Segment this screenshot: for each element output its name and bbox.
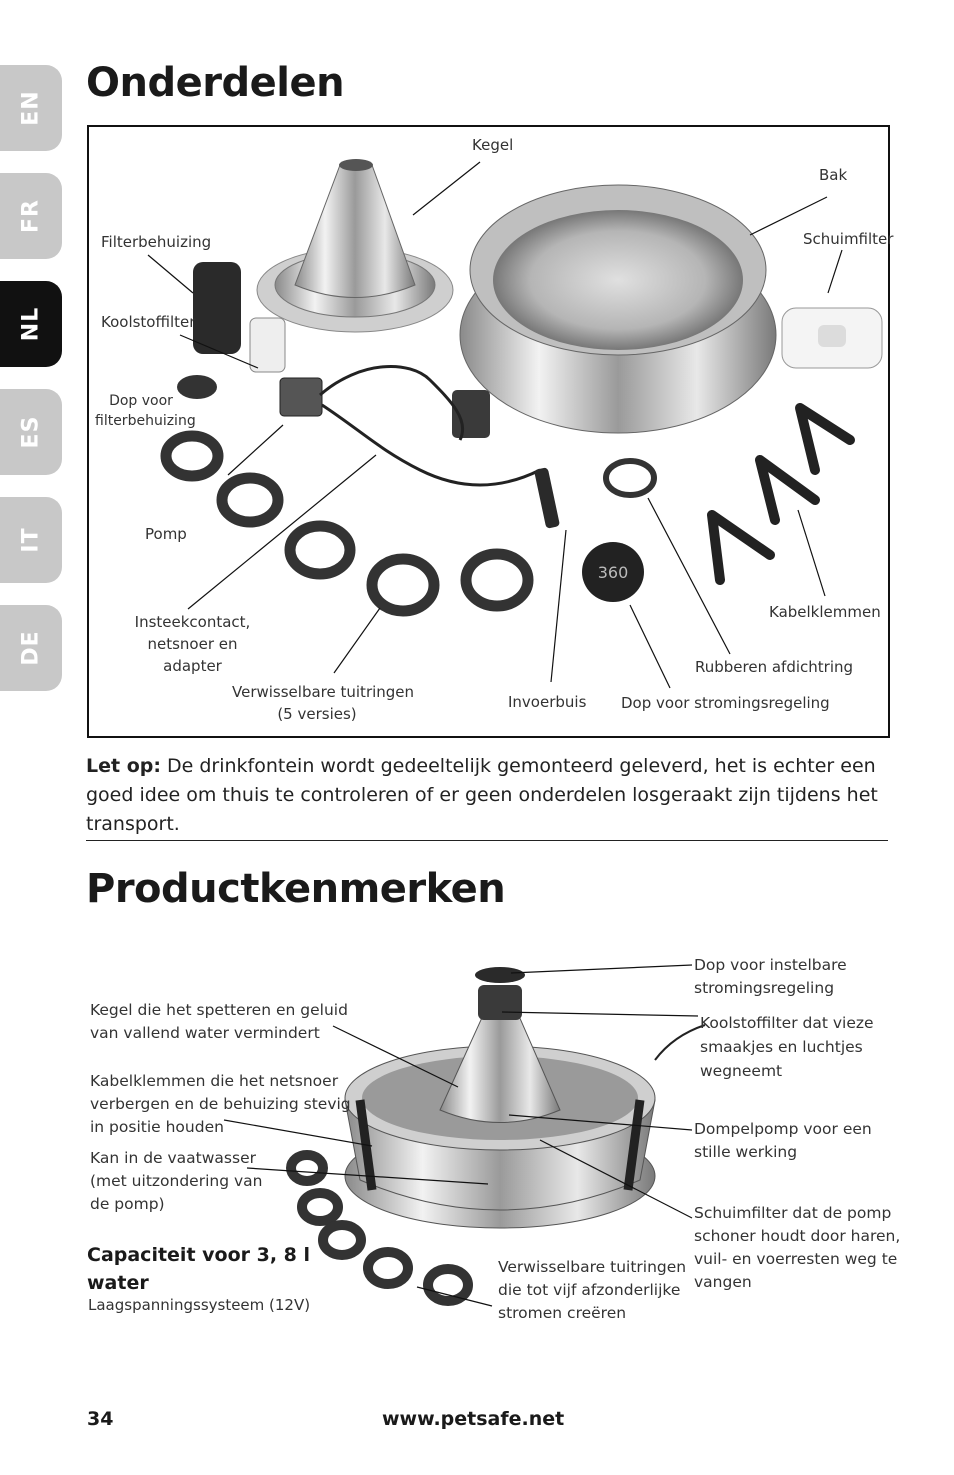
section-title-productkenmerken: Productkenmerken [86,866,506,912]
feature-kegel-line2: van vallend water vermindert [90,1024,320,1042]
feature-schuimfilter: Schuimfilter dat de pomp schoner houdt d… [694,1202,900,1294]
parts-figure [87,125,890,738]
feature-kabel-line2: verbergen en de behuizing stevig [90,1095,351,1113]
label-pomp: Pomp [145,525,187,543]
filter-housing-part [193,262,241,354]
capacity-line2: water [87,1272,149,1294]
spout-rings [160,430,534,617]
label-tuitringen: Verwisselbare tuitringen (5 versies) [232,681,415,725]
note-bold: Let op: [86,755,161,777]
label-koolstoffilter: Koolstoffilter [101,313,196,331]
section-title-onderdelen: Onderdelen [86,60,345,106]
label-filterbehuizing: Filterbehuizing [101,233,212,251]
label-insteek-line2: netsnoer en [147,635,238,653]
feature-dop-line1: Dop voor instelbare [694,956,847,974]
note-text: De drinkfontein wordt gedeeltelijk gemon… [86,755,878,835]
note-paragraph: Let op: De drinkfontein wordt gedeelteli… [86,752,886,839]
tab-es[interactable]: ES [0,389,62,475]
feature-tuit-line2: die tot vijf afzonderlijke [498,1281,681,1299]
feature-vaat-line3: de pomp) [90,1195,165,1213]
label-dop-filterbehuizing: Dop voor filterbehuizing [95,391,196,431]
page-number: 34 [87,1408,114,1430]
feature-dompel-line2: stille werking [694,1143,798,1161]
feature-kool-line3: wegneemt [700,1062,783,1080]
feature-schuim-line3: vuil- en voerresten weg te [694,1250,898,1268]
feature-tuit-line3: stromen creëren [498,1304,627,1322]
carbon-filter-part [249,317,286,373]
feature-dompel-line1: Dompelpomp voor een [694,1120,872,1138]
capacity-heading: Capaciteit voor 3, 8 l water [87,1241,310,1297]
feature-schuim-line2: schoner houdt door haren, [694,1227,901,1245]
rubber-ring-part [603,458,657,498]
label-insteek-line1: Insteekcontact, [134,613,251,631]
capacity-line1: Capaciteit voor 3, 8 l [87,1244,311,1266]
feature-dop: Dop voor instelbare stromingsregeling [694,954,847,1000]
feature-rings [286,1150,473,1306]
label-schuimfilter: Schuimfilter [803,230,894,248]
feature-leader-lines [223,964,699,1307]
pump-part [279,377,323,417]
filter-cap-part [177,375,217,399]
feature-kabelklemmen: Kabelklemmen die het netsnoer verbergen … [90,1070,351,1139]
intake-tube-part [534,467,560,529]
label-dop-filterbehuizing-line1: Dop voor [109,393,173,409]
label-dop-stromingsregeling: Dop voor stromingsregeling [621,694,830,712]
tab-nl[interactable]: NL [0,281,62,367]
label-insteekcontact: Insteekcontact, netsnoer en adapter [130,611,255,677]
label-tuit-line2: (5 versies) [277,705,357,723]
feature-tuitringen: Verwisselbare tuitringen die tot vijf af… [498,1256,686,1325]
label-rubberen-afdichtring: Rubberen afdichtring [695,658,854,676]
feature-schuim-line4: vangen [694,1273,752,1291]
svg-text:360: 360 [598,563,629,582]
label-insteek-line3: adapter [163,657,222,675]
feature-kool-line1: Koolstoffilter dat vieze [700,1014,874,1032]
bowl-part [459,184,777,434]
feature-dop-line2: stromingsregeling [694,979,835,997]
flow-cap-part [582,542,644,602]
tab-fr[interactable]: FR [0,173,62,259]
power-cord [319,365,541,487]
feature-kegel-line1: Kegel die het spetteren en geluid [90,1001,348,1019]
label-invoerbuis: Invoerbuis [508,693,587,711]
label-dop-filterbehuizing-line2: filterbehuizing [95,413,196,429]
tab-de[interactable]: DE [0,605,62,691]
feature-kabel-line3: in positie houden [90,1118,224,1136]
feature-tuit-line1: Verwisselbare tuitringen [498,1258,687,1276]
parts-leader-lines [147,161,843,689]
tab-en[interactable]: EN [0,65,62,151]
cable-clips-part [707,403,855,585]
footer-url[interactable]: www.petsafe.net [382,1408,565,1430]
section-divider [86,840,888,841]
feature-kool-line2: smaakjes en luchtjes [700,1038,863,1056]
tab-it[interactable]: IT [0,497,62,583]
label-kabelklemmen: Kabelklemmen [769,603,881,621]
feature-vaatwasser: Kan in de vaatwasser (met uitzondering v… [90,1147,262,1216]
label-tuit-line1: Verwisselbare tuitringen [232,683,415,701]
feature-vaat-line2: (met uitzondering van [90,1172,263,1190]
feature-vaat-line1: Kan in de vaatwasser [90,1149,256,1167]
label-bak: Bak [819,166,848,184]
feature-koolstoffilter: Koolstoffilter dat vieze smaakjes en luc… [700,1011,874,1083]
fountain-illustration [344,967,706,1229]
label-kegel: Kegel [472,136,514,154]
feature-kabel-line1: Kabelklemmen die het netsnoer [90,1072,339,1090]
feature-dompelpomp: Dompelpomp voor een stille werking [694,1118,872,1164]
feature-schuim-line1: Schuimfilter dat de pomp [694,1204,892,1222]
voltage-text: Laagspanningssysteem (12V) [88,1296,311,1314]
feature-kegel: Kegel die het spetteren en geluid van va… [90,999,348,1045]
cone-part [256,159,454,333]
